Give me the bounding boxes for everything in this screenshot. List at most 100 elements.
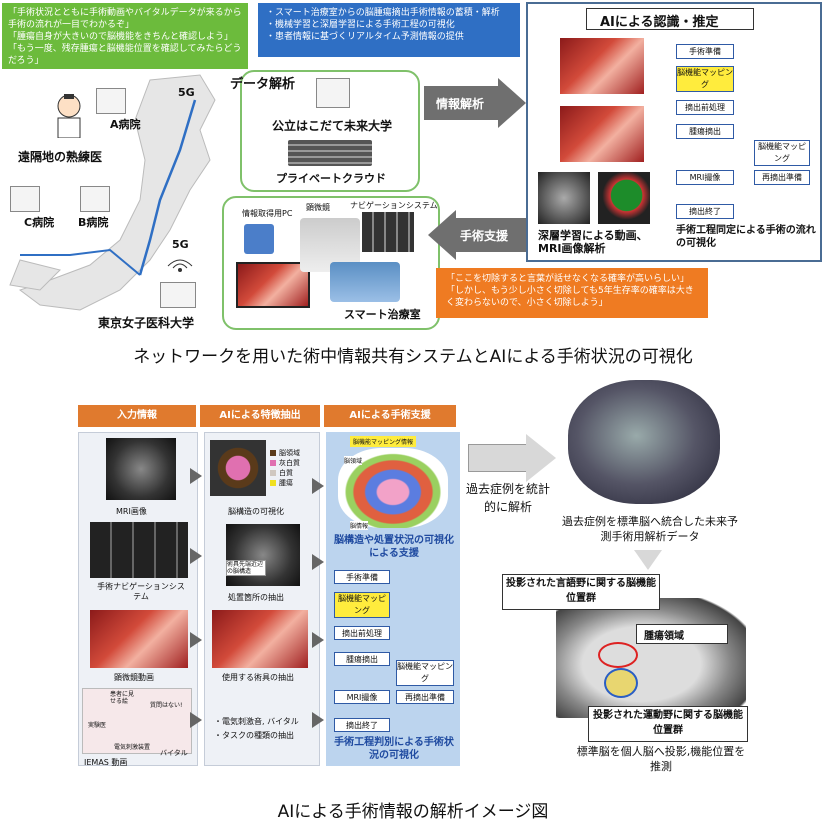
prediction-box: 「ここを切除すると言葉が話せなくなる確率が高いらしい」 「しかし、もう少し小さく… xyxy=(436,268,708,318)
individual-brain-image xyxy=(556,598,746,718)
hospital-b-label: B病院 xyxy=(78,216,109,229)
analysis-description-box: ・スマート治療室からの脳腫瘍摘出手術情報の蓄積・解析 ・機械学習と深層学習による… xyxy=(258,3,520,57)
header-support: AIによる手術支援 xyxy=(324,405,456,427)
support1-label: 脳構造や処置状況の可視化による支援 xyxy=(334,535,454,559)
arrow-6 xyxy=(312,554,324,570)
ai-title: AIによる認識・推定 xyxy=(600,15,719,30)
microscope-input-image xyxy=(90,610,188,668)
nav-screen-image xyxy=(362,212,414,252)
motor-area-label: 投影された運動野に関する脳機能位置群 xyxy=(593,710,743,736)
iemas-label-1: 患者に見せる絵 xyxy=(110,691,135,705)
mapping-info-label: 脳機能マッピング情報 xyxy=(350,436,417,447)
input-nav-label: 手術ナビゲーションシステム xyxy=(97,582,185,601)
bottom-flow-8: 摘出終了 xyxy=(334,718,390,732)
input-microscope-label: 顕微鏡動画 xyxy=(114,673,154,682)
bottom-flow-5: 脳機能マッピング xyxy=(396,660,454,686)
info-analysis-arrow xyxy=(424,86,498,120)
university-icon xyxy=(316,78,350,108)
arrow-1 xyxy=(190,468,202,484)
remote-doctor-label: 遠隔地の熟練医 xyxy=(18,150,103,164)
tokyo-hospital-icon xyxy=(160,282,196,308)
top-flow-2: 脳機能マッピング xyxy=(676,66,734,92)
tumor-area-box xyxy=(636,624,728,644)
header-feature: AIによる特徴抽出 xyxy=(200,405,320,427)
private-cloud-label: プライベートクラウド xyxy=(276,172,386,185)
deep-learning-caption: 深層学習による動画、MRI画像解析 xyxy=(538,229,648,255)
bottom-flow-6: MRI撮像 xyxy=(334,690,390,704)
staff-image xyxy=(330,262,400,302)
flow-caption: 手術工程同定による手術の流れの可視化 xyxy=(676,225,816,249)
surgery-support-arrowhead xyxy=(428,210,456,260)
tokyo-womens-label: 東京女子医科大学 xyxy=(98,316,195,330)
standard-brain-image xyxy=(568,380,720,504)
caption-bottom: AIによる手術情報の解析イメージ図 xyxy=(277,802,549,822)
tool-extraction-image xyxy=(212,610,308,668)
motor-marker xyxy=(604,668,638,698)
top-flow-1: 手術準備 xyxy=(676,44,734,59)
blue-item-1: ・スマート治療室からの脳腫瘍摘出手術情報の蓄積・解析 xyxy=(266,8,500,18)
past-case-arrow xyxy=(468,444,528,472)
surgery-support-label: 手術支援 xyxy=(460,229,509,243)
bottom-flow-3: 摘出前処理 xyxy=(334,626,390,640)
fiveg-label-2: 5G xyxy=(172,238,189,251)
blue-item-2: ・機械学習と深層学習による手術工程の可視化 xyxy=(266,20,455,30)
info-analysis-arrowhead xyxy=(498,78,526,128)
info-analysis-label: 情報解析 xyxy=(436,97,485,111)
legend-swatch-2 xyxy=(270,460,276,466)
arrow-7 xyxy=(312,632,324,648)
past-cases-label: 過去症例を統計的に解析 xyxy=(466,482,551,514)
top-flow-8: 摘出終了 xyxy=(676,204,734,219)
network-line xyxy=(138,99,197,276)
legend-swatch-4 xyxy=(270,480,276,486)
hospital-icon-a xyxy=(96,88,126,114)
arrow-2 xyxy=(190,548,202,564)
legend-item-1: 脳領域 xyxy=(270,448,318,458)
top-flow-6: MRI撮像 xyxy=(676,170,734,185)
feature-bullet-2: ・タスクの種類の抽出 xyxy=(214,731,294,740)
language-area-box xyxy=(502,574,660,610)
feature-tool-label: 使用する術具の抽出 xyxy=(222,673,294,682)
support2-label: 手術工程判別による手術状況の可視化 xyxy=(334,737,454,761)
projection-caption: 標準脳を個人脳へ投影,機能位置を推測 xyxy=(576,745,746,773)
iemas-label-3: 電気刺激装置 xyxy=(114,744,151,751)
doctor-comment-box: 「手術状況とともに手術動画やバイタルデータが来るから手術の流れが一目でわかるぞ」… xyxy=(2,3,248,69)
nav-system-label: ナビゲーションシステム xyxy=(350,201,438,210)
hakodate-label: 公立はこだて未来大学 xyxy=(272,119,393,133)
top-flow-3: 摘出前処理 xyxy=(676,100,734,115)
past-case-arrowhead xyxy=(526,434,556,482)
caption-top: ネットワークを用いた術中情報共有システムとAIによる手術状況の可視化 xyxy=(133,347,693,367)
iemas-label-5: 質問はない! xyxy=(150,702,183,709)
arrow-4 xyxy=(190,712,202,728)
iemas-label-2: 実験医 xyxy=(88,722,107,729)
input-iemas-label: IEMAS 動画 xyxy=(84,758,128,767)
tumor-area-label: 腫瘍領域 xyxy=(644,631,684,642)
iemas-input-image xyxy=(82,688,192,754)
smart-room-label: スマート治療室 xyxy=(344,308,421,321)
standard-brain-caption: 過去症例を標準脳へ統合した未来予測手術用解析データ xyxy=(562,515,738,543)
doctor-icon xyxy=(52,92,86,139)
brain-region-label: 脳領域 xyxy=(344,456,363,465)
legend-swatch-1 xyxy=(270,450,276,456)
surgery-support-arrow xyxy=(456,218,526,252)
mri-input-image xyxy=(106,438,176,500)
ai-surgery-image-1 xyxy=(560,38,644,94)
legend-item-2: 灰白質 xyxy=(270,458,318,468)
feature-bullet-1: ・電気刺激音, バイタル xyxy=(214,717,299,726)
legend: 脳領域 灰白質 白質 腫瘍 xyxy=(270,448,318,488)
comment-3: 「もう一度、残存腫瘍と脳機能位置を確認してみたらどうだろう」 xyxy=(8,44,242,66)
legend-item-3: 白質 xyxy=(270,468,318,478)
prediction-1: 「ここを切除すると言葉が話せなくなる確率が高いらしい」 xyxy=(446,274,690,284)
bottom-flow-2: 脳機能マッピング xyxy=(334,592,390,618)
hospital-icon-c xyxy=(10,186,40,212)
input-mri-label: MRI画像 xyxy=(116,507,147,516)
mri-tumor-image xyxy=(598,172,650,224)
mri-image xyxy=(538,172,590,224)
tool-note: 術具先端近辺の脳構造 xyxy=(226,560,266,576)
legend-text-1: 脳領域 xyxy=(279,449,300,457)
hospital-icon-b xyxy=(80,186,110,212)
arrow-3 xyxy=(190,632,202,648)
feature-brain-label: 脳構造の可視化 xyxy=(228,507,284,516)
surgery-monitor-image xyxy=(236,262,310,308)
language-area-label: 投影された言語野に関する脳機能位置群 xyxy=(506,578,656,604)
info-pc-label: 情報取得用PC xyxy=(242,209,293,218)
